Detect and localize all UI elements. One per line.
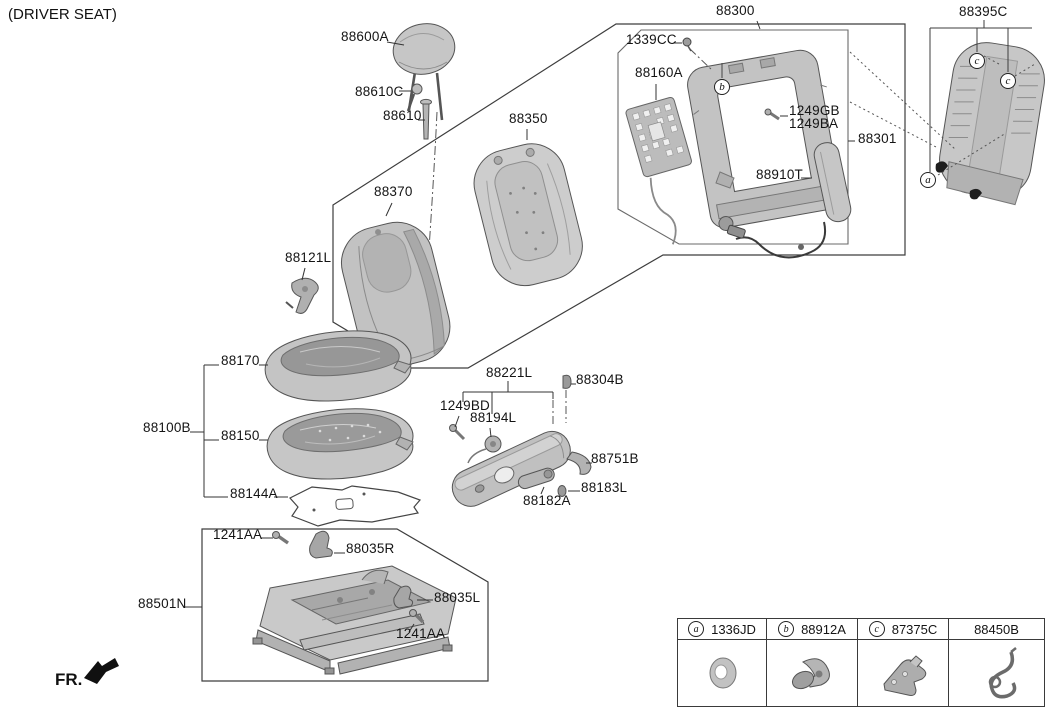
marker-c-1: c: [969, 53, 985, 69]
marker-b: b: [714, 79, 730, 95]
seat-back-cover-figure: [473, 143, 583, 287]
back-frame-figure: [687, 49, 842, 232]
fr-label: FR.: [55, 670, 83, 689]
callout-1241AA-rear[interactable]: 1241AA: [396, 626, 446, 641]
legend-col-87375C: c 87375C: [857, 619, 948, 706]
callout-88600A[interactable]: 88600A: [341, 29, 389, 44]
legend-code[interactable]: 87375C: [891, 621, 938, 637]
callout-88910T[interactable]: 88910T: [756, 167, 803, 182]
back-board-figure: [625, 96, 692, 245]
legend-code[interactable]: 88450B: [974, 621, 1019, 637]
callout-88395C[interactable]: 88395C: [959, 4, 1008, 19]
fr-arrow-icon: [84, 658, 119, 684]
callout-88350[interactable]: 88350: [509, 111, 548, 126]
legend-header: a 1336JD: [678, 619, 766, 640]
callout-88100B[interactable]: 88100B: [143, 420, 191, 435]
callout-1241AA-front[interactable]: 1241AA: [213, 527, 263, 542]
wire-hook-icon: [988, 647, 1017, 699]
callout-88035R[interactable]: 88035R: [346, 541, 395, 556]
bolt-1339CC-icon: [682, 37, 692, 52]
cover-88751B-figure: [566, 451, 592, 475]
back-frame-box: [617, 29, 849, 245]
callout-88751B[interactable]: 88751B: [591, 451, 639, 466]
callout-88035L[interactable]: 88035L: [434, 590, 481, 605]
screw-1249GB-icon: [764, 108, 780, 121]
bolt-guide-line: [689, 48, 714, 72]
side-airbag-figure: [715, 142, 852, 259]
lever-88182A-figure: [517, 467, 555, 490]
callout-88304B[interactable]: 88304B: [576, 372, 624, 387]
callout-1339CC[interactable]: 1339CC: [626, 32, 677, 47]
headrest-guide-figure: [420, 98, 432, 140]
callout-88370[interactable]: 88370: [374, 184, 413, 199]
callout-88144A[interactable]: 88144A: [230, 486, 278, 501]
legend-part-image: [767, 640, 857, 706]
callout-88221L[interactable]: 88221L: [486, 365, 533, 380]
legend-header: b 88912A: [767, 619, 857, 640]
legend-part-image: [678, 640, 766, 706]
heater-mat-figure: [289, 485, 422, 527]
page-title: (DRIVER SEAT): [8, 6, 117, 23]
callout-88150[interactable]: 88150: [221, 428, 260, 443]
side-shield-figure: [451, 430, 571, 507]
legend-part-image: [858, 640, 948, 706]
cushion-cover-figure: [264, 330, 412, 402]
callout-1249BA[interactable]: 1249BA: [789, 116, 839, 131]
legend-code[interactable]: 88912A: [801, 621, 846, 637]
clip-icon: [791, 658, 830, 690]
legend-header: c 87375C: [858, 619, 948, 640]
pin-88304B-icon: [562, 374, 572, 389]
legend-table: a 1336JD b 88912A: [677, 618, 1045, 707]
legend-col-88450B: 88450B: [948, 619, 1044, 706]
marker-a: a: [688, 621, 705, 637]
callout-88183L[interactable]: 88183L: [581, 480, 628, 495]
callout-88121L[interactable]: 88121L: [285, 250, 332, 265]
callout-88301[interactable]: 88301: [858, 131, 897, 146]
marker-c-2: c: [1000, 73, 1016, 89]
cushion-pad-figure: [266, 408, 414, 480]
bracket-clip-icon: [883, 655, 927, 696]
bracket-88395C: [929, 20, 1032, 172]
callout-88170[interactable]: 88170: [221, 353, 260, 368]
grommet-icon: [709, 657, 737, 689]
legend-col-88912A: b 88912A: [766, 619, 857, 706]
track-cover-left-figure: [393, 585, 414, 609]
callout-1249GB[interactable]: 1249GB: [789, 103, 840, 118]
track-cover-right-figure: [309, 530, 333, 559]
callout-88610C[interactable]: 88610C: [355, 84, 404, 99]
callout-88300[interactable]: 88300: [716, 3, 755, 18]
pin-88183L-icon: [557, 485, 567, 497]
marker-c: c: [868, 621, 885, 637]
callout-88182A[interactable]: 88182A: [523, 493, 571, 508]
bolt-1241AA-rear-icon: [409, 609, 425, 624]
legend-code[interactable]: 1336JD: [711, 621, 756, 637]
marker-a: a: [920, 172, 936, 188]
screw-1249BD-icon: [449, 424, 466, 441]
webbing-guide-figure: [285, 277, 319, 314]
track-box: [201, 528, 489, 682]
legend-col-1336JD: a 1336JD: [678, 619, 766, 706]
marker-b: b: [778, 621, 795, 637]
headrest-figure: [392, 23, 456, 121]
callout-88610[interactable]: 88610: [383, 108, 422, 123]
legend-header: 88450B: [949, 619, 1044, 640]
switch-88194L-figure: [467, 435, 502, 464]
back-panel-figure: [935, 42, 1045, 206]
callout-1249BD[interactable]: 1249BD: [440, 398, 490, 413]
callout-88501N[interactable]: 88501N: [138, 596, 187, 611]
callout-88160A[interactable]: 88160A: [635, 65, 683, 80]
seat-track-figure: [252, 565, 457, 675]
legend-part-image: [949, 640, 1044, 706]
headrest-guide-knob-figure: [406, 83, 423, 112]
dotted-leaders: [849, 51, 1036, 176]
leader-lines: [184, 20, 855, 633]
callout-88194L[interactable]: 88194L: [470, 410, 517, 425]
bolt-1241AA-front-icon: [272, 531, 289, 545]
dash-dot-leaders: [552, 390, 567, 426]
